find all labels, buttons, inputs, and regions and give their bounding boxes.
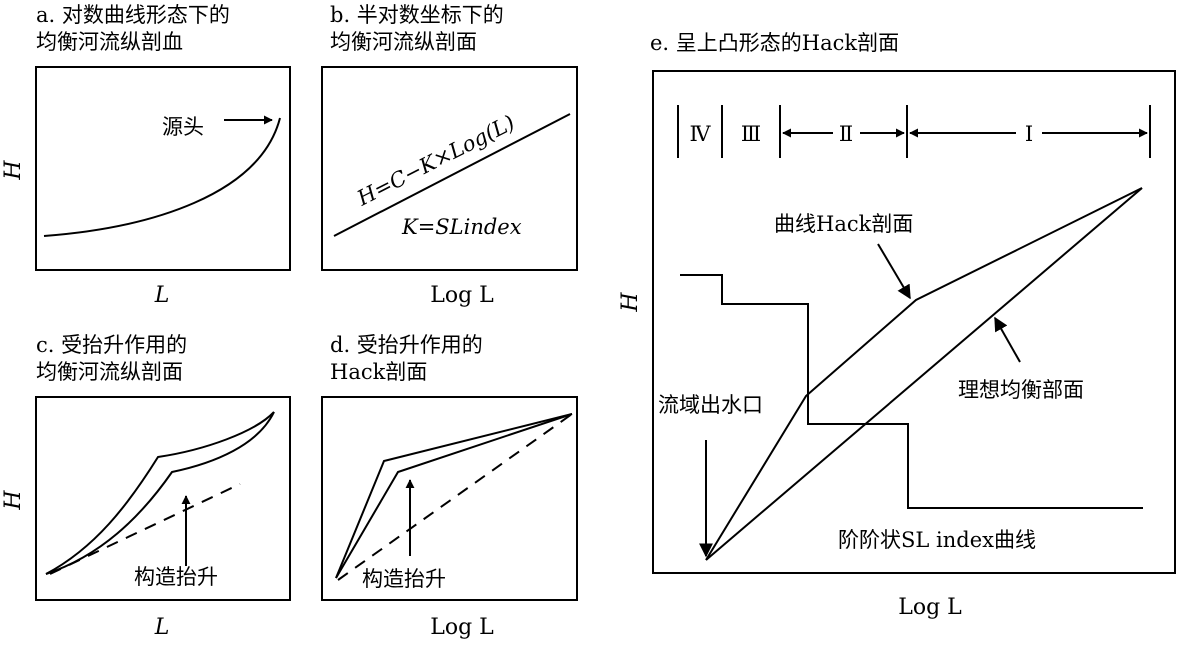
panel-e-x-axis-label: Log L [898, 595, 962, 620]
panel-b-formula: H=C−K×Log(L) [352, 110, 518, 210]
panel-a-caption-line2: 均衡河流纵剖血 [36, 30, 183, 54]
panel-c-original-profile [49, 483, 241, 575]
panel-d-caption-line2: Hack剖面 [330, 360, 427, 384]
panel-e-step-label: 阶阶状SL index曲线 [838, 528, 1036, 552]
panel-a-source-label: 源头 [162, 115, 204, 139]
panel-c-y-axis-label: H [1, 490, 26, 511]
panel-c-frame [35, 396, 291, 601]
panel-e-segment-ii: Ⅱ [839, 122, 853, 146]
panel-a-x-axis-label: L [154, 283, 170, 308]
panel-e-segment-i: Ⅰ [1025, 122, 1033, 146]
panel-e-curve-arrow [877, 243, 911, 300]
panel-b-hack-line [333, 113, 571, 237]
panel-c-caption-line2: 均衡河流纵剖面 [36, 360, 183, 384]
panel-e-convex-hack-profile [705, 187, 1143, 561]
panel-a: a. 对数曲线形态下的 均衡河流纵剖血 源头 H L [1, 3, 291, 308]
panel-d-frame [321, 396, 578, 601]
panel-d-caption-line1: d. 受抬升作用的 [330, 333, 483, 357]
panel-a-caption-line1: a. 对数曲线形态下的 [36, 3, 230, 27]
panel-a-frame [35, 66, 291, 271]
panel-b: b. 半对数坐标下的 均衡河流纵剖面 H=C−K×Log(L) K=SLinde… [321, 3, 578, 308]
panel-e-segment-iii: Ⅲ [741, 122, 761, 146]
panel-c-x-axis-label: L [154, 615, 170, 640]
panel-b-k-formula: K=SLindex [401, 215, 522, 239]
panel-c-uplift-curve-lower [45, 411, 275, 575]
panel-d-hack-lower [335, 413, 573, 579]
panel-e-frame [652, 70, 1176, 574]
panel-d-x-axis-label: Log L [430, 615, 494, 640]
panel-d-hack-upper [335, 413, 573, 579]
panel-e-segment-iv: Ⅳ [690, 122, 712, 146]
panel-e-caption: e. 呈上凸形态的Hack剖面 [650, 31, 899, 55]
panel-c-uplift-label: 构造抬升 [134, 565, 218, 589]
panel-e-curve-label: 曲线Hack剖面 [774, 212, 913, 236]
panel-e-y-axis-label: H [618, 292, 643, 313]
panel-e-ideal-label: 理想均衡部面 [958, 378, 1084, 402]
panel-d-uplift-label: 构造抬升 [362, 567, 446, 591]
panel-b-caption-line2: 均衡河流纵剖面 [330, 30, 477, 54]
panel-e-ideal-arrow [994, 316, 1021, 363]
panel-d-original-profile [337, 413, 573, 581]
panel-c-caption-line1: c. 受抬升作用的 [36, 333, 187, 357]
panel-c: c. 受抬升作用的 均衡河流纵剖面 构造抬升 H L [1, 333, 291, 640]
panel-e-sl-step-curve [680, 274, 1143, 509]
panel-e-ideal-profile [705, 187, 1143, 561]
panel-a-y-axis-label: H [1, 160, 26, 181]
panel-b-x-axis-label: Log L [430, 283, 494, 308]
panel-b-frame [321, 66, 578, 271]
panel-d: d. 受抬升作用的 Hack剖面 构造抬升 Log L [321, 333, 578, 640]
panel-e: e. 呈上凸形态的Hack剖面 Ⅳ Ⅲ Ⅱ Ⅰ 曲线Hack剖面 理想均衡部面 … [618, 31, 1176, 620]
panel-c-uplift-curve-upper [45, 411, 275, 575]
panel-b-caption-line1: b. 半对数坐标下的 [330, 3, 504, 27]
panel-a-log-curve [43, 117, 281, 237]
panel-e-outlet-label: 流域出水口 [658, 393, 763, 417]
